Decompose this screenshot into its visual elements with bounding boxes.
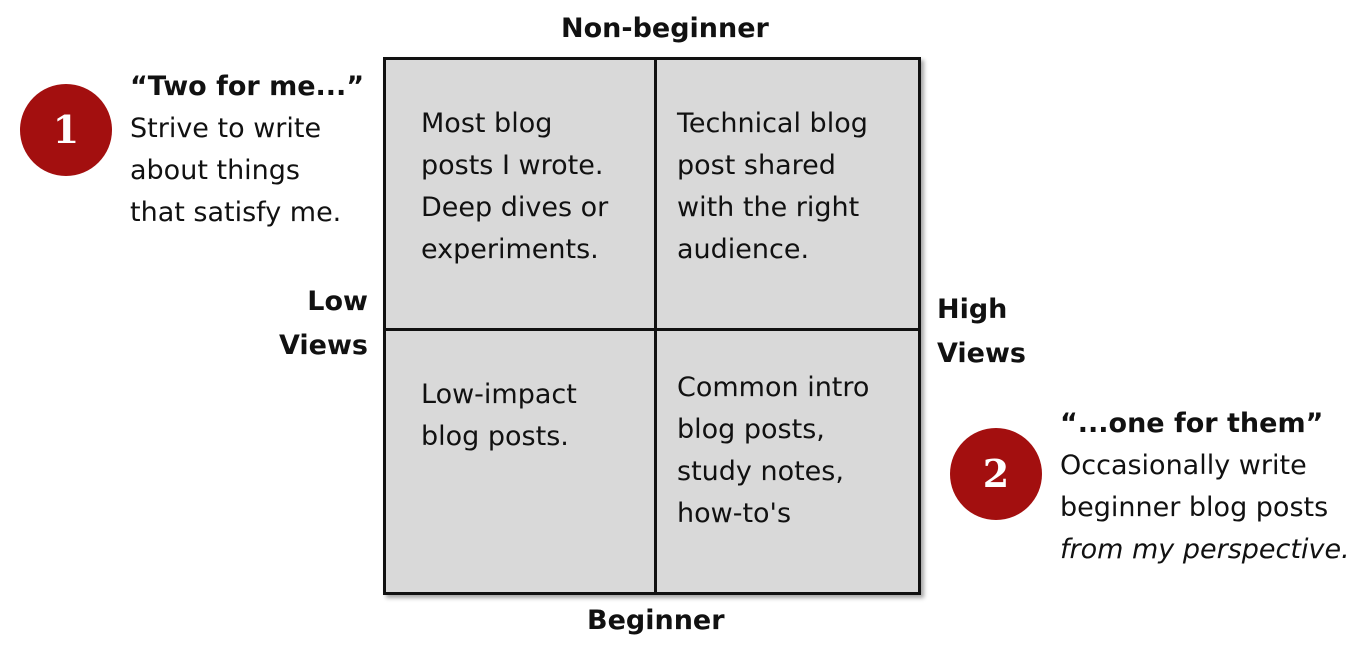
quadrant-text-line: study notes, — [677, 456, 844, 487]
axis-label-left-line-1: Low — [307, 286, 368, 317]
quadrant-top-right: Technical blog post shared with the righ… — [677, 103, 868, 271]
quadrant-text-line: post shared — [677, 150, 836, 181]
quadrant-text-line: posts I wrote. — [421, 150, 604, 181]
note-1-line: about things — [130, 155, 301, 186]
quadrant-top-left: Most blog posts I wrote. Deep dives or e… — [421, 103, 608, 271]
quadrant-text-line: blog posts, — [677, 414, 825, 445]
axis-label-right-line-2: Views — [937, 338, 1027, 369]
quadrant-text-line: how-to's — [677, 498, 792, 529]
axis-label-left: Low Views — [279, 280, 368, 368]
axis-label-bottom: Beginner — [587, 605, 725, 636]
note-2-line-italic: from my perspective. — [1060, 534, 1350, 565]
axis-label-right: High Views — [937, 288, 1026, 376]
number-badge-1: 1 — [20, 84, 112, 176]
note-2-title: “...one for them” — [1060, 408, 1324, 439]
quadrant-text-line: Low-impact — [421, 379, 577, 410]
quadrant-text-line: Deep dives or — [421, 192, 609, 223]
note-1-line: that satisfy me. — [130, 197, 342, 228]
quadrant-text-line: with the right — [677, 192, 860, 223]
quadrant-text-line: audience. — [677, 234, 810, 265]
grid-divider-horizontal — [386, 328, 918, 331]
quadrant-bottom-left: Low-impact blog posts. — [421, 374, 577, 458]
quadrant-text-line: Common intro — [677, 372, 870, 403]
note-1-line: Strive to write — [130, 113, 322, 144]
quadrant-bottom-right: Common intro blog posts, study notes, ho… — [677, 367, 869, 535]
axis-label-top: Non-beginner — [561, 13, 769, 44]
note-2-line: Occasionally write — [1060, 450, 1307, 481]
note-1: “Two for me...” Strive to write about th… — [130, 66, 364, 234]
note-2: “...one for them” Occasionally write beg… — [1060, 403, 1350, 571]
quadrant-text-line: blog posts. — [421, 421, 569, 452]
note-1-title: “Two for me...” — [130, 71, 365, 102]
grid-divider-vertical — [654, 60, 657, 592]
quadrant-text-line: Most blog — [421, 108, 553, 139]
axis-label-left-line-2: Views — [278, 330, 368, 361]
quadrant-text-line: Technical blog — [677, 108, 868, 139]
axis-label-right-line-1: High — [937, 294, 1008, 325]
note-2-line: beginner blog posts — [1060, 492, 1329, 523]
number-badge-2: 2 — [950, 428, 1042, 520]
quadrant-grid: Most blog posts I wrote. Deep dives or e… — [383, 57, 921, 595]
quadrant-text-line: experiments. — [421, 234, 599, 265]
